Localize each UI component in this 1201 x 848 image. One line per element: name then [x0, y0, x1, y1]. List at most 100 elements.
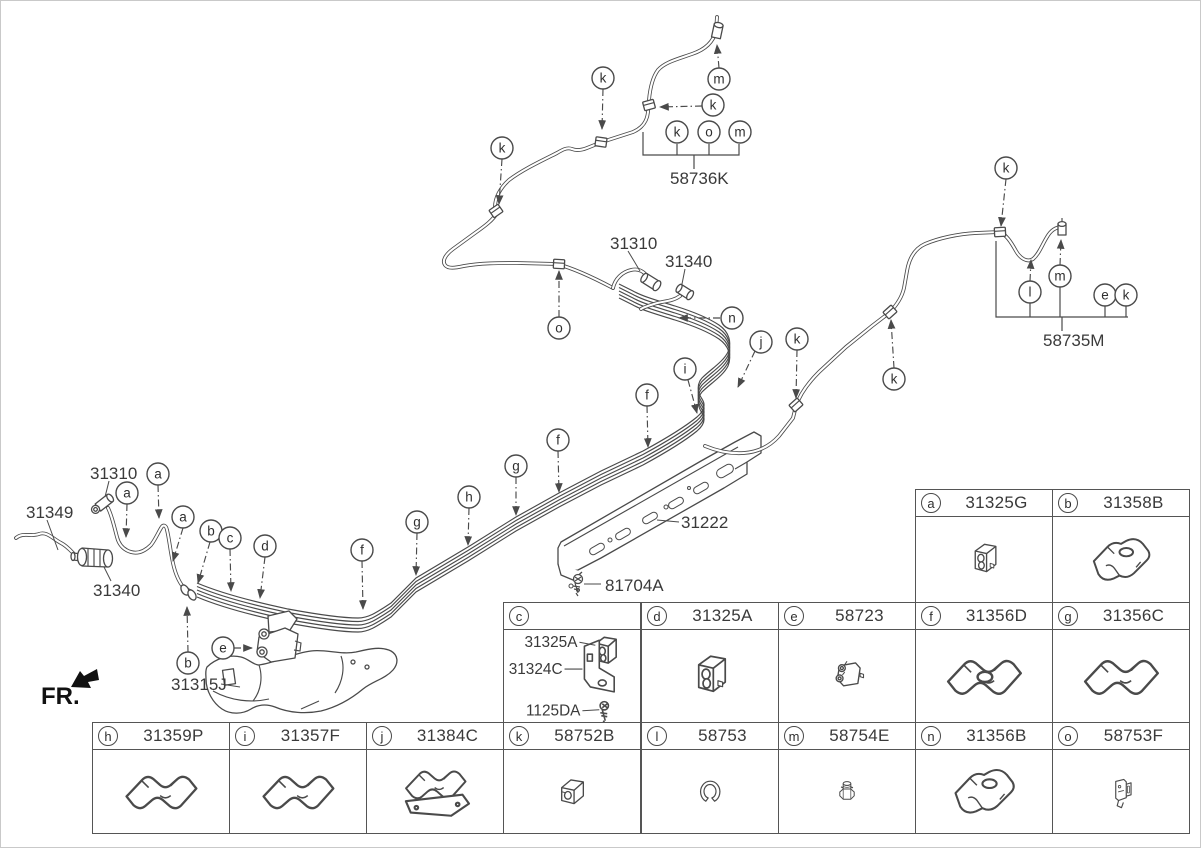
callout-badge: g [1058, 606, 1078, 626]
svg-text:f: f [360, 543, 364, 558]
part-label-31349: 31349 [26, 503, 73, 522]
callout-j[interactable]: j [749, 330, 773, 354]
fitting-31340-center [675, 283, 695, 301]
stud-part-icon [835, 661, 865, 687]
svg-text:k: k [1003, 161, 1010, 176]
callout-b[interactable]: b [176, 651, 200, 675]
callout-e[interactable]: e [211, 636, 235, 660]
callout-k[interactable]: k [882, 367, 906, 391]
callout-f[interactable]: f [350, 538, 374, 562]
callout-leaders [122, 44, 1065, 653]
multi-part-icon [262, 775, 335, 810]
callout-f[interactable]: f [546, 428, 570, 452]
callout-badge: d [647, 606, 667, 626]
tube-end-fitting-right [1057, 218, 1067, 236]
svg-text:b: b [184, 656, 192, 671]
callout-k[interactable]: k [490, 136, 514, 160]
part-number: 58723 [835, 606, 884, 625]
svg-text:j: j [759, 335, 763, 350]
callout-k[interactable]: k [1114, 283, 1138, 307]
clamphole-part-icon [1092, 537, 1151, 581]
callout-badge: k [509, 726, 529, 746]
callout-c[interactable]: c [218, 526, 242, 550]
callout-a[interactable]: a [115, 481, 139, 505]
part-thumbnail [642, 750, 778, 833]
svg-text:a: a [154, 467, 162, 482]
tube-pigtail-31340 [639, 294, 682, 311]
tube-end-fitting-top [710, 21, 724, 40]
callout-f[interactable]: f [635, 383, 659, 407]
svg-text:b: b [207, 524, 215, 539]
svg-text:f: f [645, 388, 649, 403]
svg-text:d: d [261, 539, 269, 554]
svg-text:o: o [705, 125, 713, 140]
callout-m[interactable]: m [728, 120, 752, 144]
callout-n[interactable]: n [720, 306, 744, 330]
callout-badge: h [98, 726, 118, 746]
svg-text:m: m [1054, 269, 1065, 284]
part-thumbnail [642, 630, 778, 722]
group-bracket-58735M [995, 241, 1128, 331]
svg-text:l: l [1029, 285, 1032, 300]
callout-o[interactable]: o [547, 316, 571, 340]
callout-badge: n [921, 726, 941, 746]
callout-h[interactable]: h [457, 485, 481, 509]
callout-i[interactable]: i [673, 357, 697, 381]
part-label-31222: 31222 [681, 513, 728, 532]
callout-m[interactable]: m [707, 67, 731, 91]
callout-k[interactable]: k [701, 93, 725, 117]
junction-fittings-left [180, 584, 197, 601]
callout-k[interactable]: k [785, 327, 809, 351]
svg-text:a: a [123, 486, 131, 501]
callout-a[interactable]: a [171, 505, 195, 529]
sub-part-label: 1125DA [526, 703, 581, 720]
block-part-icon [697, 655, 727, 693]
callout-k[interactable]: k [591, 66, 615, 90]
callout-g[interactable]: g [504, 454, 528, 478]
svg-text:o: o [555, 321, 563, 336]
callout-e[interactable]: e [1093, 283, 1117, 307]
part-thumbnail [93, 750, 229, 833]
protector-31315J [205, 647, 398, 714]
callout-l[interactable]: l [1018, 280, 1042, 304]
part-number-labels: 31349313103134031315J313103134058736K587… [26, 169, 1104, 694]
part-label-31310-left: 31310 [90, 464, 137, 483]
callout-k[interactable]: k [994, 156, 1018, 180]
bolt-81704A [572, 573, 584, 597]
callout-o[interactable]: o [697, 120, 721, 144]
part-thumbnail [916, 630, 1052, 722]
callout-m[interactable]: m [1048, 264, 1072, 288]
callout-d[interactable]: d [253, 534, 277, 558]
svg-text:m: m [734, 125, 745, 140]
callout-k[interactable]: k [665, 120, 689, 144]
part-thumbnail [779, 750, 915, 833]
part-label-81704A: 81704A [605, 576, 664, 595]
callout-g[interactable]: g [405, 510, 429, 534]
callout-a[interactable]: a [146, 462, 170, 486]
svg-text:n: n [728, 311, 736, 326]
svg-text:g: g [413, 515, 421, 530]
banjo-fitting-31310-left [90, 493, 115, 515]
